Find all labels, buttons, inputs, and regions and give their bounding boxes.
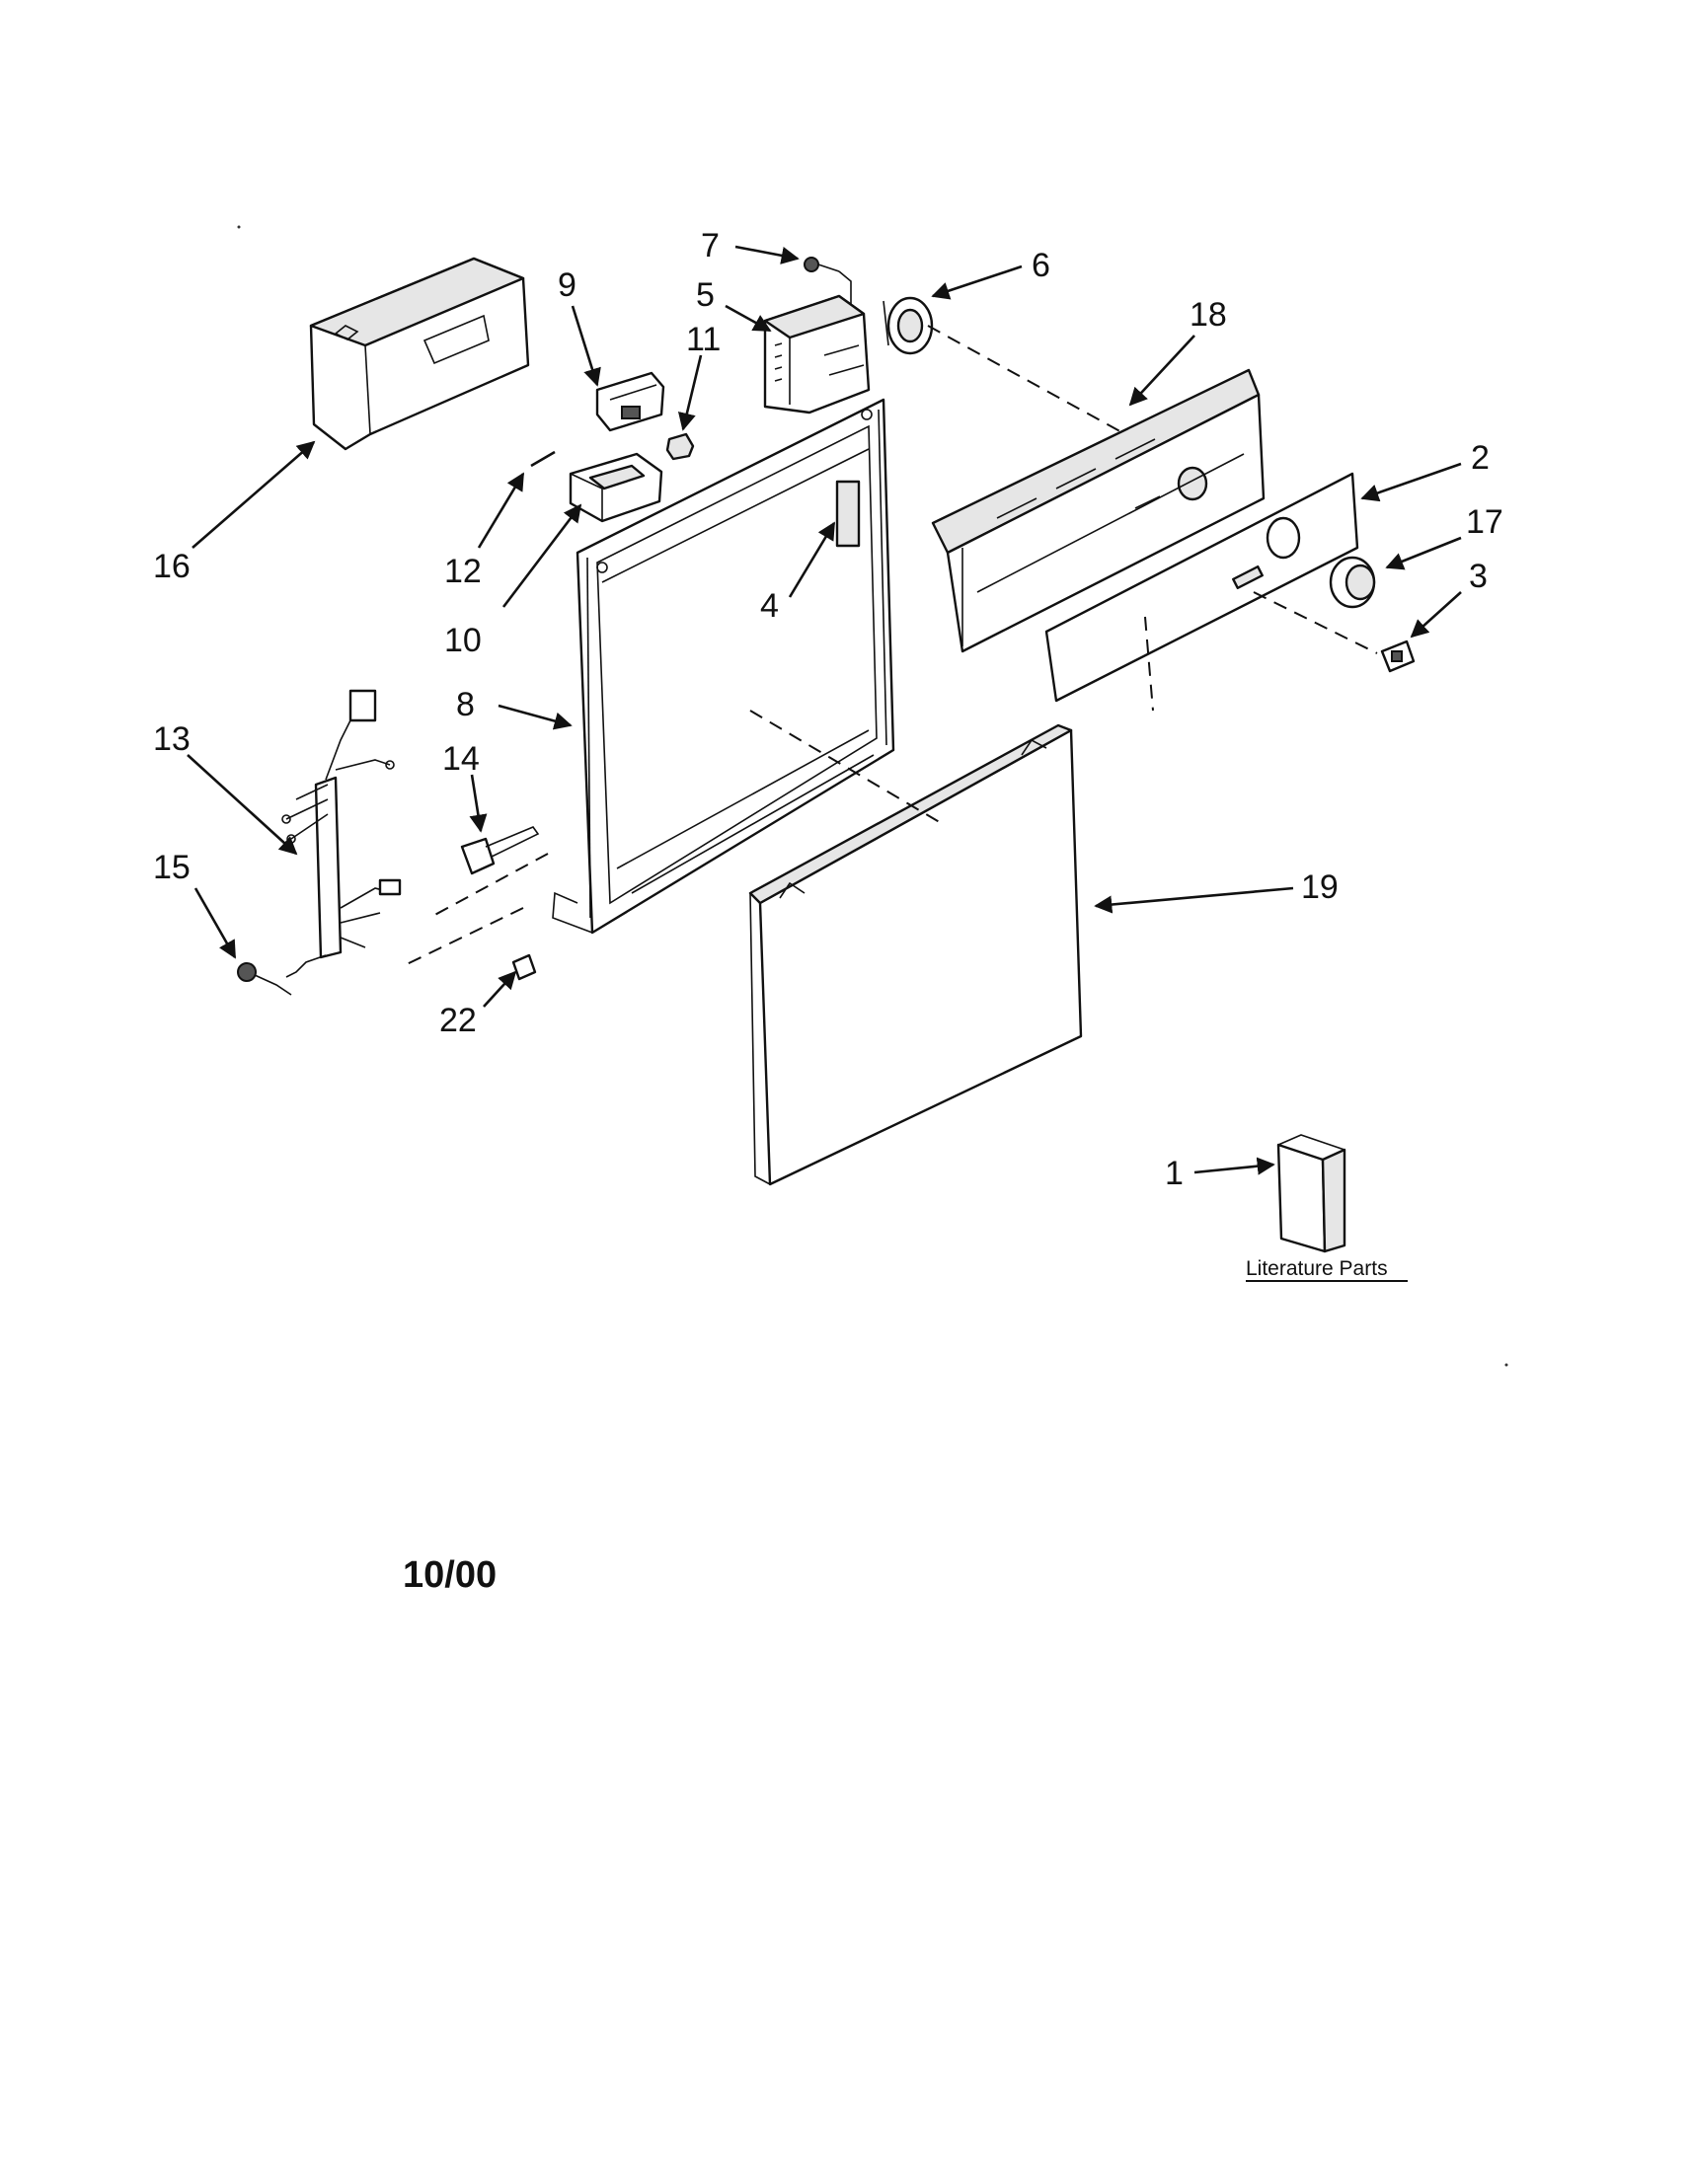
part-3-button — [1380, 640, 1416, 673]
callout-4: 4 — [760, 587, 779, 625]
part-13-wire-harness — [281, 689, 402, 978]
leader-lines — [187, 245, 1462, 1175]
scan-speck — [237, 225, 241, 229]
callout-2: 2 — [1471, 439, 1490, 477]
callout-18: 18 — [1190, 296, 1227, 334]
part-14-sensor — [460, 826, 540, 875]
callout-1: 1 — [1165, 1155, 1184, 1192]
callout-3: 3 — [1469, 558, 1488, 595]
part-19-door-panel — [748, 723, 1083, 1186]
part-22-clip — [511, 953, 537, 981]
part-7-screw — [804, 257, 852, 316]
date-code: 10/00 — [403, 1554, 497, 1596]
callout-14: 14 — [442, 740, 480, 778]
literature-parts-label: Literature Parts — [1246, 1257, 1388, 1280]
part-8-door-frame — [552, 398, 895, 935]
part-2-overlay — [1044, 472, 1359, 703]
callout-22: 22 — [439, 1002, 477, 1039]
callout-6: 6 — [1032, 247, 1050, 284]
part-1-literature — [1276, 1134, 1346, 1253]
scan-speck — [1504, 1363, 1508, 1367]
callout-15: 15 — [153, 849, 191, 886]
part-10-bracket — [569, 452, 663, 523]
callout-labels: 7 6 5 9 11 18 2 17 3 16 12 10 4 8 13 14 … — [153, 227, 1503, 1192]
part-15-screw — [237, 962, 292, 996]
part-6-dial — [883, 296, 934, 355]
part-11-clip — [665, 432, 695, 461]
part-9-switch — [595, 371, 665, 432]
callout-19: 19 — [1301, 868, 1339, 906]
part-5-control-module — [763, 294, 871, 414]
part-17-knob — [1329, 556, 1376, 609]
assembly-guide-lines — [404, 325, 1378, 966]
callout-13: 13 — [153, 720, 191, 758]
callout-11: 11 — [686, 321, 721, 358]
part-16-cover — [309, 257, 530, 451]
callout-7: 7 — [701, 227, 720, 264]
part-18-control-panel — [931, 368, 1266, 653]
callout-9: 9 — [558, 266, 576, 304]
part-12-rod — [530, 450, 556, 468]
callout-12: 12 — [444, 553, 482, 590]
callout-8: 8 — [456, 686, 475, 723]
callout-10: 10 — [444, 622, 482, 659]
callout-16: 16 — [153, 548, 191, 585]
callout-5: 5 — [696, 276, 715, 314]
callout-17: 17 — [1466, 503, 1503, 541]
